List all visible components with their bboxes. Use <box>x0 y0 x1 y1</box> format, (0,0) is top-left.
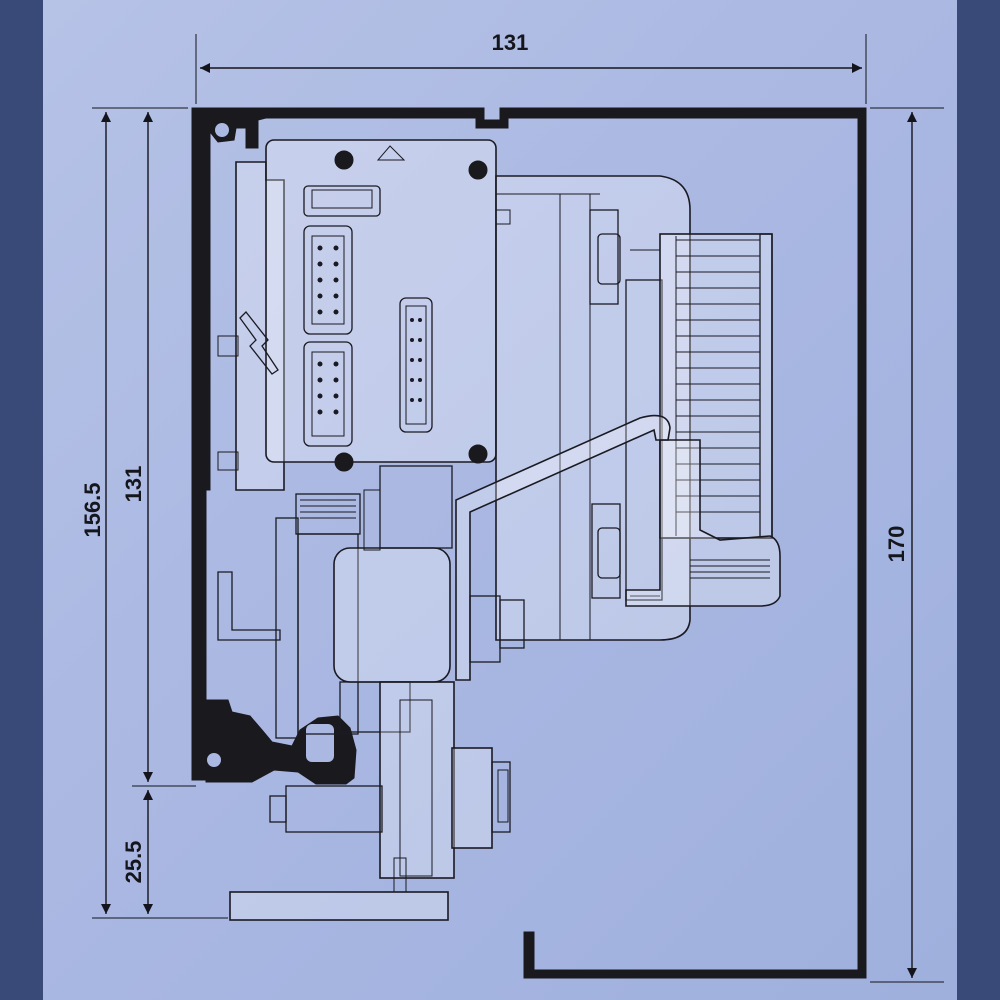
connector-top <box>303 185 381 217</box>
dimension-label-bottom-offset: 25.5 <box>121 841 146 884</box>
linkage-rod <box>455 414 671 681</box>
lower-mechanism <box>217 465 525 921</box>
dimension-label-left-inner: 131 <box>121 466 146 503</box>
dimension-left-inner <box>132 112 196 787</box>
dimension-top-width <box>195 34 867 104</box>
enclosure-outline <box>195 107 867 979</box>
dimension-left-outer <box>92 107 228 919</box>
dimension-label-left-outer: 156.5 <box>80 482 105 537</box>
connector-side <box>399 297 433 433</box>
connector-lower <box>303 341 353 447</box>
dimension-label-top-width: 131 <box>492 30 529 55</box>
dimension-label-right-height: 170 <box>884 526 909 563</box>
heat-sink <box>625 233 781 607</box>
main-housing <box>217 139 497 491</box>
dimension-right-height <box>870 107 944 983</box>
motor-block <box>495 175 691 641</box>
connector-upper <box>303 225 353 335</box>
